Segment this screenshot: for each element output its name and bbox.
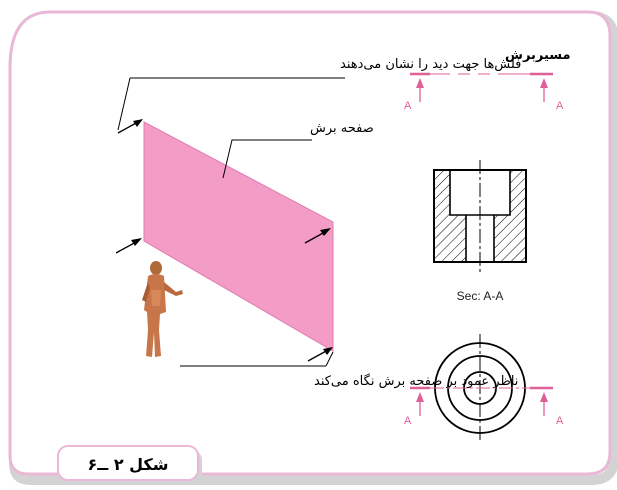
arrows-show-view-label: فلش‌ها جهت دید را نشان می‌دهند — [340, 57, 521, 72]
section-letter-right-bottom: A — [556, 415, 564, 427]
sectional-view-aa — [433, 160, 527, 272]
view-arrow-right-mid — [304, 228, 331, 244]
view-arrow-top-left — [117, 119, 143, 134]
view-arrow-bottom-left — [115, 238, 142, 254]
leader-cutting-plane — [222, 139, 312, 179]
observer-note-label: ناظر عمود بر صفحه برش نگاه می‌کند — [314, 373, 518, 389]
section-letter-right-top: A — [556, 100, 564, 112]
cutting-path-symbol — [410, 72, 553, 102]
figure-label-tab — [57, 445, 202, 484]
observer-figure-icon — [142, 261, 183, 357]
cutting-plane-label: صفحه برش — [310, 121, 374, 136]
section-letter-left-bottom: A — [404, 415, 412, 427]
section-name-label: Sec: A-A — [457, 289, 504, 303]
cutting-path-label: مسیربرش — [505, 48, 571, 63]
view-arrow-bottom-right — [307, 347, 333, 362]
cutting-plane — [143, 121, 334, 352]
section-letter-left-top: A — [404, 100, 412, 112]
top-view-cutting-line — [410, 386, 553, 416]
figure-label: شکل ۲ ــ۶ — [88, 455, 169, 474]
leader-arrows-diagonal — [117, 77, 131, 131]
leader-observer-tail — [325, 351, 334, 367]
